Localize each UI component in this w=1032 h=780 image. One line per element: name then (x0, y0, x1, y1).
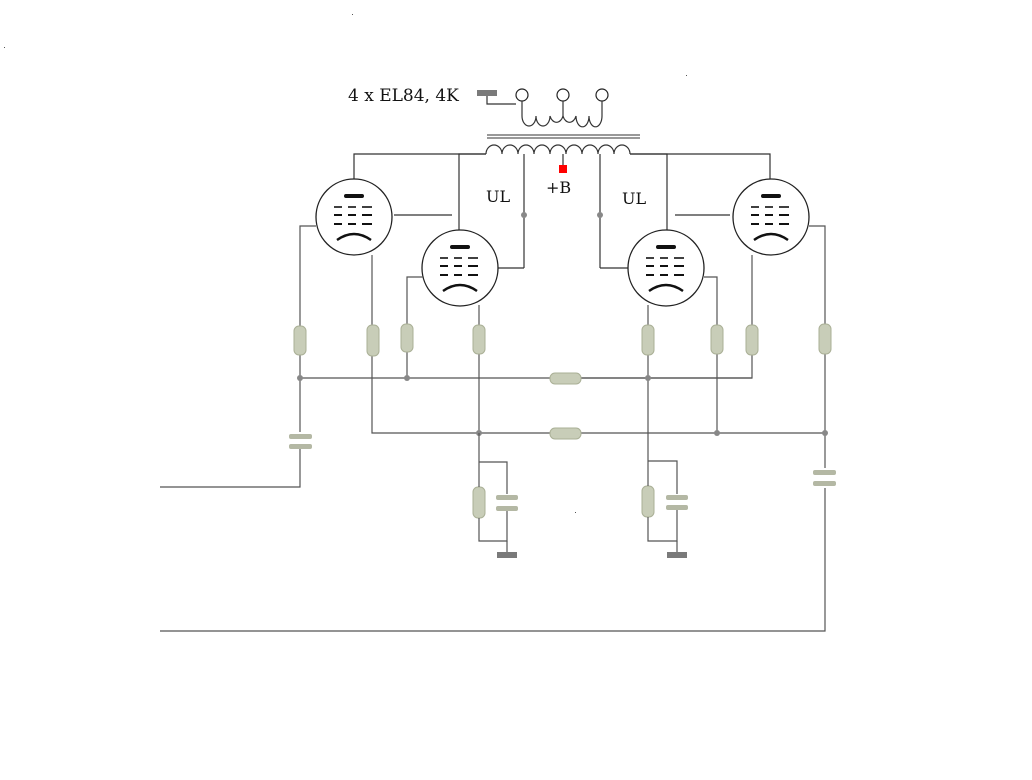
resistors (293, 323, 832, 519)
ul-label-right: UL (622, 189, 647, 208)
cathode-bypass-left (478, 433, 518, 558)
supply-marker (559, 165, 567, 173)
plate-wires (353, 153, 771, 230)
tube-v2 (421, 229, 499, 307)
tube-v3 (627, 229, 705, 307)
grid-wires (160, 225, 826, 632)
cathode-bypass-right (647, 433, 688, 558)
bias-buses (297, 375, 828, 436)
tube-v1 (315, 178, 393, 256)
transformer-primary (485, 144, 631, 173)
schematic-title: 4 x EL84, 4K (348, 86, 459, 106)
supply-label: +B (546, 178, 572, 197)
coupling-capacitors (289, 434, 836, 486)
transformer-secondary (477, 88, 609, 128)
tube-v4 (732, 178, 810, 256)
stray-marks (4, 14, 687, 513)
ul-label-left: UL (486, 187, 511, 206)
ul-taps (394, 154, 730, 269)
transformer-core (487, 134, 640, 139)
